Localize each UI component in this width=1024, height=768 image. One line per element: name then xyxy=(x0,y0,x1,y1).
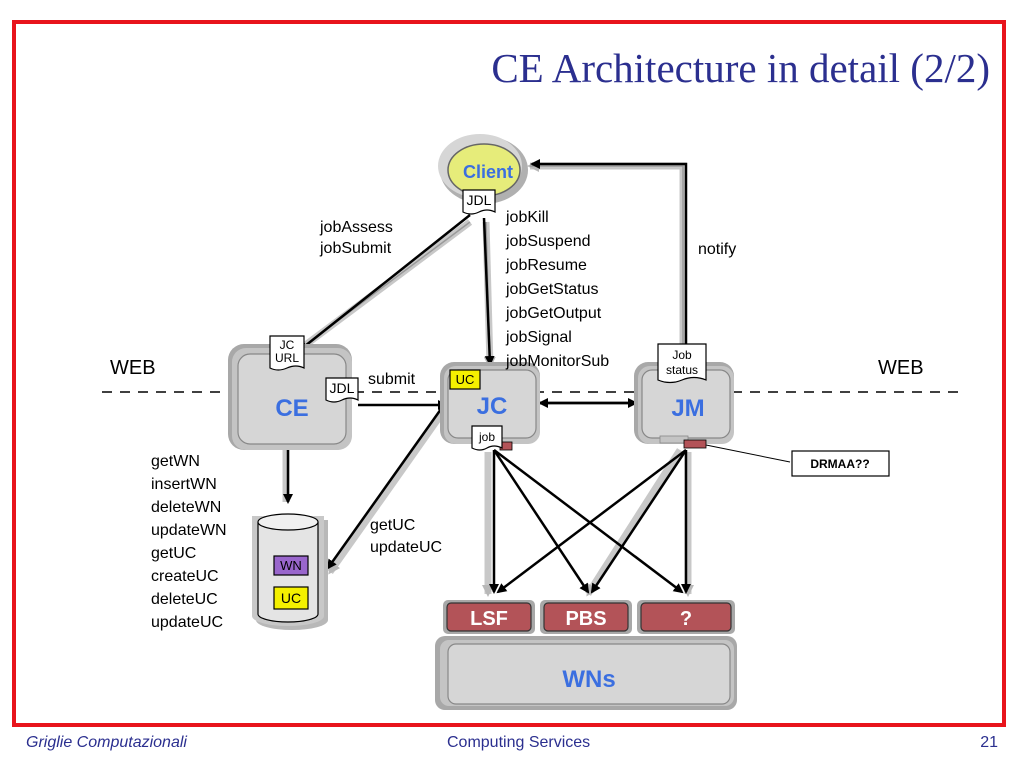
op-job-resume: jobResume xyxy=(505,257,587,274)
op-insert-wn: insertWN xyxy=(151,476,217,493)
op-db-get-uc: getUC xyxy=(151,545,196,562)
op-job-signal: jobSignal xyxy=(505,329,572,346)
wns-label: WNs xyxy=(562,666,615,693)
ce-jdl-label: JDL xyxy=(330,380,355,396)
lrms-lsf: LSF xyxy=(443,600,535,634)
op-job-submit: jobSubmit xyxy=(319,240,392,257)
jm-job-status-document: Job status xyxy=(657,343,707,384)
db-uc-badge: UC xyxy=(273,586,309,610)
ce-jc-url-line2: URL xyxy=(275,351,299,365)
jm-drmaa-connector xyxy=(659,435,707,449)
client-label: Client xyxy=(463,162,513,182)
op-db-update-uc: updateUC xyxy=(151,614,223,631)
lrms-pbs: PBS xyxy=(540,600,632,634)
client-node: Client xyxy=(438,134,528,204)
op-get-wn: getWN xyxy=(151,453,200,470)
jm-node: JM xyxy=(634,362,734,444)
db-wn-badge: WN xyxy=(273,555,309,576)
footer-course-title: Griglie Computazionali xyxy=(26,734,187,751)
op-job-assess: jobAssess xyxy=(319,219,393,236)
op-delete-uc: deleteUC xyxy=(151,591,218,608)
op-job-get-status: jobGetStatus xyxy=(505,281,599,298)
unknown-lrms-label: ? xyxy=(680,608,692,630)
drmaa-callout-line xyxy=(705,444,791,463)
op-update-wn: updateWN xyxy=(151,522,227,539)
uc-ops: getUC updateUC xyxy=(370,517,442,556)
jc-job-document: job xyxy=(471,425,513,451)
jm-label: JM xyxy=(671,395,704,422)
drmaa-callout: DRMAA?? xyxy=(791,450,890,477)
ce-jc-url-document: JC URL xyxy=(269,335,305,371)
jc-label: JC xyxy=(477,393,508,420)
db-uc-label: UC xyxy=(281,590,301,606)
assess-ops: jobAssess jobSubmit xyxy=(319,219,393,257)
footer-page-number: 21 xyxy=(980,734,998,751)
op-delete-wn: deleteWN xyxy=(151,499,221,516)
jm-doc-line1: Job xyxy=(672,348,692,362)
jc-uc-label: UC xyxy=(456,372,475,387)
slide-frame xyxy=(12,20,1006,727)
db-wn-label: WN xyxy=(280,558,302,573)
jm-doc-line2: status xyxy=(666,363,698,377)
notify-label: notify xyxy=(698,241,736,258)
ce-jc-url-line1: JC xyxy=(280,338,295,352)
client-jdl-label: JDL xyxy=(467,192,492,208)
slide-title: CE Architecture in detail (2/2) xyxy=(491,45,990,91)
ce-jdl-document: JDL xyxy=(325,377,359,403)
op-job-monitor-sub: jobMonitorSub xyxy=(505,353,609,370)
pbs-label: PBS xyxy=(565,608,606,630)
client-jdl-document: JDL xyxy=(462,189,496,215)
drmaa-label: DRMAA?? xyxy=(810,457,869,471)
op-job-suspend: jobSuspend xyxy=(505,233,591,250)
op-create-uc: createUC xyxy=(151,568,219,585)
op-get-uc: getUC xyxy=(370,517,415,534)
jc-job-label: job xyxy=(478,430,495,444)
web-label-left: WEB xyxy=(110,357,156,379)
job-ops: jobKill jobSuspend jobResume jobGetStatu… xyxy=(505,209,609,370)
op-job-get-output: jobGetOutput xyxy=(505,305,602,322)
jc-uc-badge: UC xyxy=(449,369,481,390)
op-update-uc: updateUC xyxy=(370,539,442,556)
lrms-unknown: ? xyxy=(637,600,735,634)
web-label-right: WEB xyxy=(878,357,924,379)
ce-label: CE xyxy=(275,395,308,422)
ce-node: CE xyxy=(228,344,352,450)
submit-label: submit xyxy=(368,371,416,388)
op-job-kill: jobKill xyxy=(505,209,549,226)
black-arrows xyxy=(283,159,691,594)
lsf-label: LSF xyxy=(470,608,508,630)
wns-node: WNs xyxy=(435,636,737,710)
footer-section: Computing Services xyxy=(447,734,591,751)
db-ops: getWN insertWN deleteWN updateWN getUC c… xyxy=(151,453,227,631)
